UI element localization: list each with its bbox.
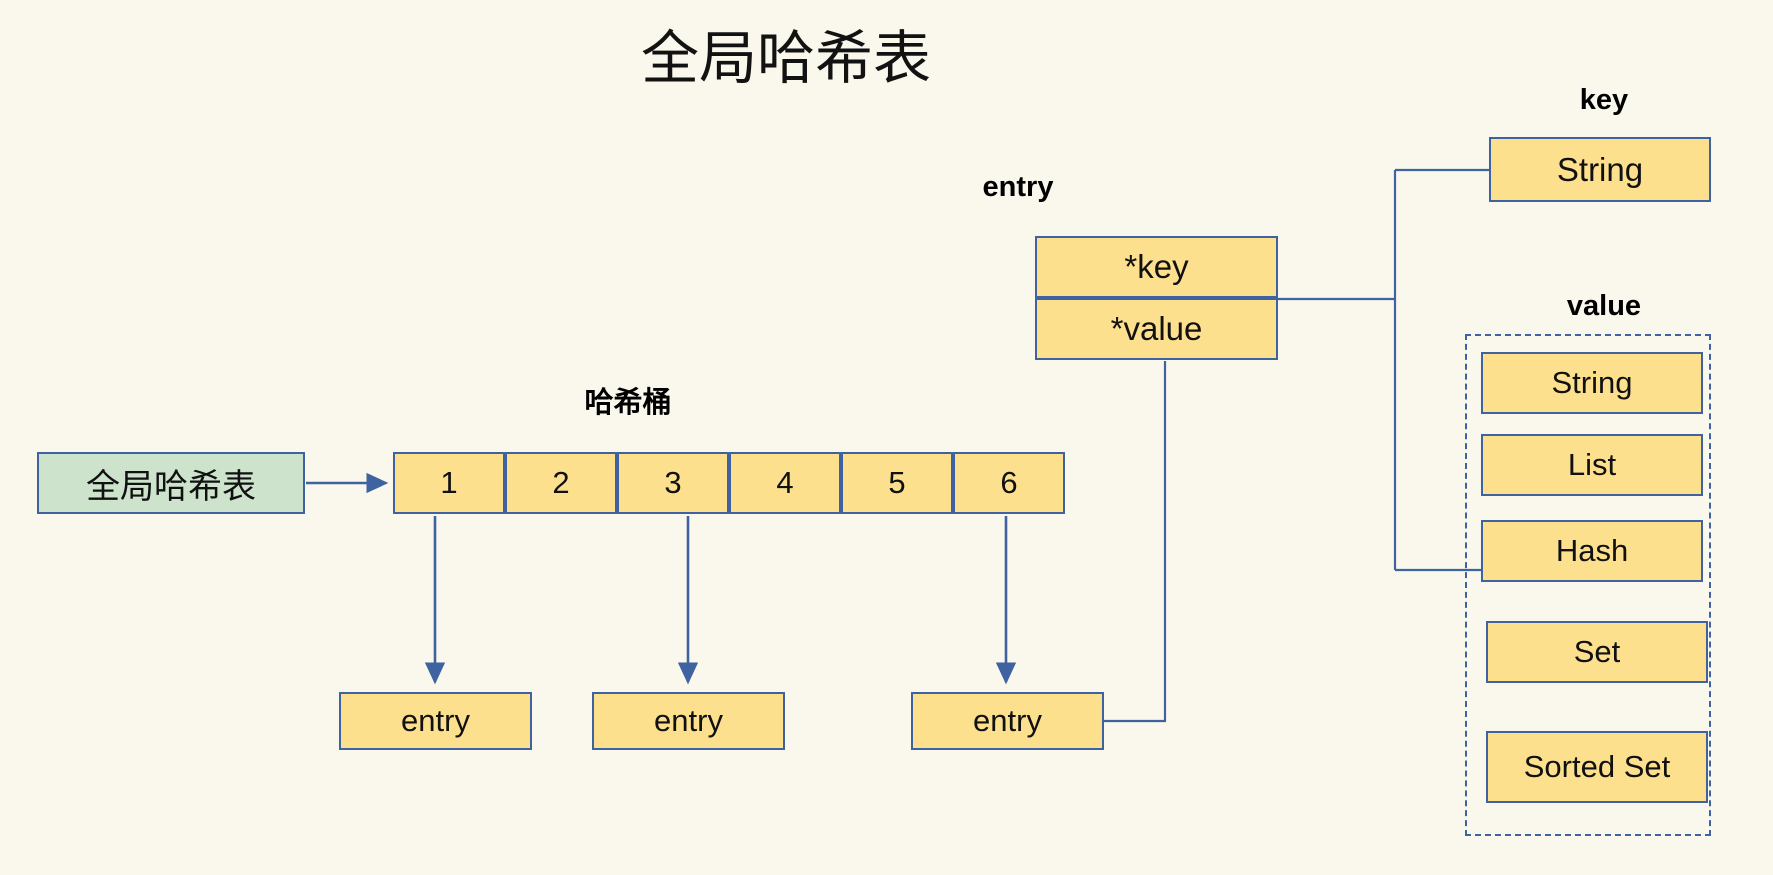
entry-leaf-box-3[interactable]: entry	[911, 692, 1104, 750]
bucket-cell-6[interactable]: 6	[953, 452, 1065, 514]
key-group-caption: key	[1579, 84, 1629, 116]
value-type-set[interactable]: Set	[1486, 621, 1708, 683]
bucket-cell-3[interactable]: 3	[617, 452, 729, 514]
link-entrystruct-to-types	[1278, 168, 1489, 572]
value-types-container	[1465, 334, 1711, 836]
bucket-cell-4[interactable]: 4	[729, 452, 841, 514]
value-type-string[interactable]: String	[1481, 352, 1703, 414]
hash-bucket-caption: 哈希桶	[584, 387, 672, 419]
link-entry3-to-entrystruct	[1104, 361, 1167, 723]
entry-leaf-box-2[interactable]: entry	[592, 692, 785, 750]
key-type-string[interactable]: String	[1489, 137, 1711, 202]
entry-field-key[interactable]: *key	[1035, 236, 1278, 298]
entry-field-value[interactable]: *value	[1035, 298, 1278, 360]
page-title: 全局哈希表	[640, 26, 931, 91]
value-type-hash[interactable]: Hash	[1481, 520, 1703, 582]
bucket-cell-2[interactable]: 2	[505, 452, 617, 514]
value-group-caption: value	[1566, 290, 1642, 322]
entry-struct-caption: entry	[982, 171, 1054, 203]
bucket-cell-5[interactable]: 5	[841, 452, 953, 514]
entry-leaf-box-1[interactable]: entry	[339, 692, 532, 750]
value-type-sorted-set[interactable]: Sorted Set	[1486, 731, 1708, 803]
bucket-cell-1[interactable]: 1	[393, 452, 505, 514]
global-hash-table-box[interactable]: 全局哈希表	[37, 452, 305, 514]
value-type-list[interactable]: List	[1481, 434, 1703, 496]
